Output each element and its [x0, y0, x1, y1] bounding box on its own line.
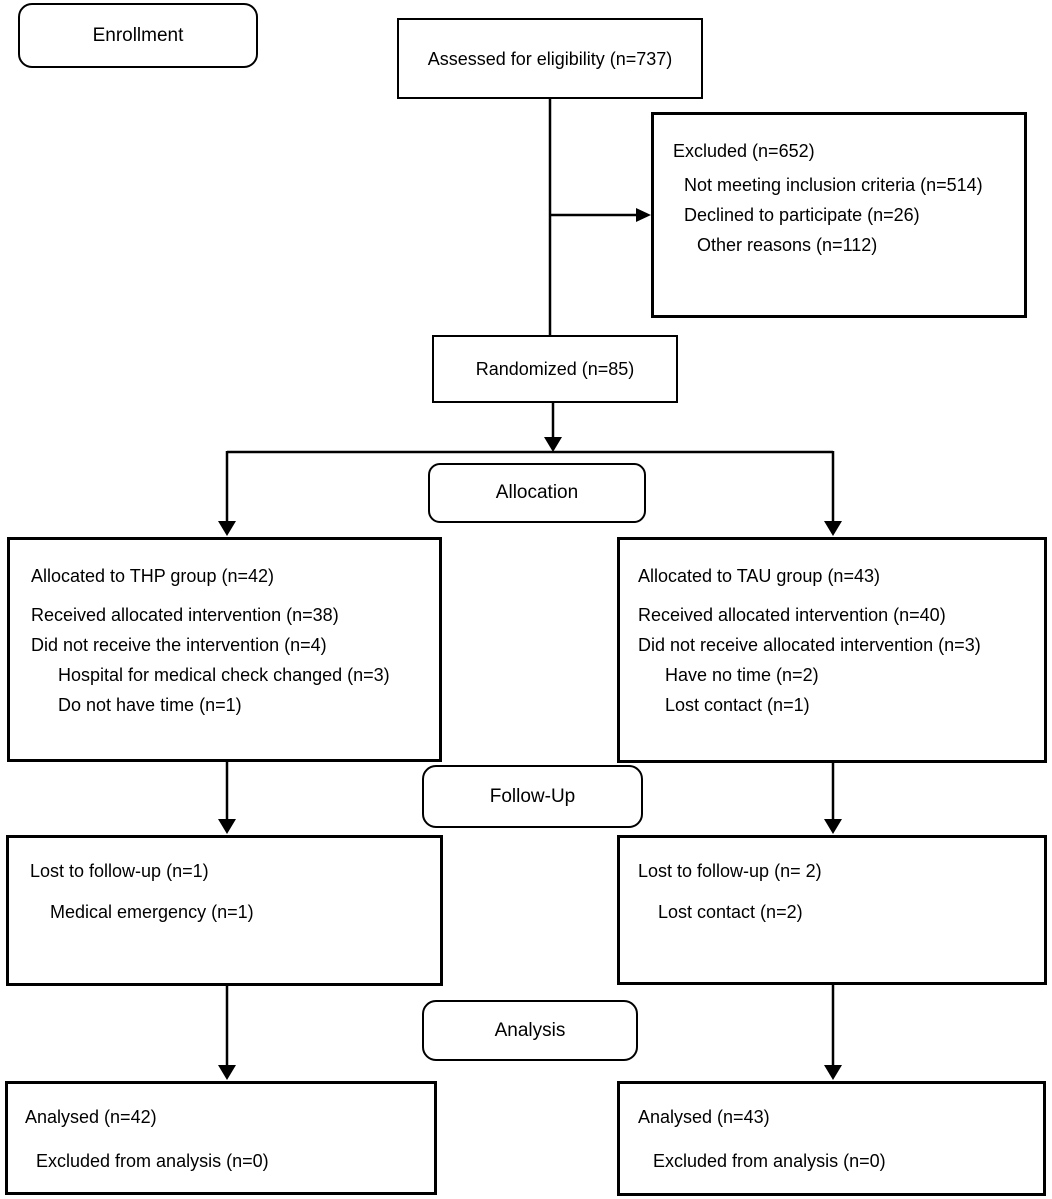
tau-allocation-reason: Have no time (n=2): [665, 665, 819, 685]
tau-followup-title: Lost to follow-up (n= 2): [638, 861, 822, 881]
arrowhead-down-tau-followup-icon: [824, 819, 842, 834]
excluded-reason: Declined to participate (n=26): [684, 205, 920, 225]
excluded-title: Excluded (n=652): [673, 141, 815, 161]
thp-analysis-box: Analysed (n=42) Excluded from analysis (…: [5, 1081, 437, 1195]
thp-analysis-line: Excluded from analysis (n=0): [36, 1151, 269, 1171]
tau-analysis-title: Analysed (n=43): [638, 1107, 770, 1127]
arrowhead-down-tau-icon: [824, 521, 842, 536]
stage-label-allocation-text: Allocation: [495, 482, 579, 503]
tau-analysis-box: Analysed (n=43) Excluded from analysis (…: [617, 1081, 1046, 1196]
tau-allocation-reason: Lost contact (n=1): [665, 695, 810, 715]
stage-label-follow-up: Follow-Up: [422, 765, 643, 828]
thp-allocation-title: Allocated to THP group (n=42): [31, 566, 274, 586]
arrowhead-down-tau-analysis-icon: [824, 1065, 842, 1080]
thp-allocation-reason: Hospital for medical check changed (n=3): [58, 665, 390, 685]
assessed-eligibility-text: Assessed for eligibility (n=737): [427, 48, 673, 69]
excluded-box: Excluded (n=652) Not meeting inclusion c…: [651, 112, 1027, 318]
tau-allocation-title: Allocated to TAU group (n=43): [638, 566, 880, 586]
excluded-reason: Not meeting inclusion criteria (n=514): [684, 175, 983, 195]
arrowhead-right-excluded-icon: [636, 208, 651, 222]
thp-followup-box: Lost to follow-up (n=1) Medical emergenc…: [6, 835, 443, 986]
stage-label-follow-up-text: Follow-Up: [489, 785, 576, 807]
tau-followup-box: Lost to follow-up (n= 2) Lost contact (n…: [617, 835, 1047, 985]
tau-allocation-line: Received allocated intervention (n=40): [638, 605, 946, 625]
thp-allocation-reason: Do not have time (n=1): [58, 695, 242, 715]
arrowhead-down-thp-icon: [218, 521, 236, 536]
thp-allocation-box: Allocated to THP group (n=42) Received a…: [7, 537, 442, 762]
tau-allocation-line: Did not receive allocated intervention (…: [638, 635, 981, 655]
thp-allocation-line: Did not receive the intervention (n=4): [31, 635, 327, 655]
arrowhead-down-thp-analysis-icon: [218, 1065, 236, 1080]
thp-followup-reason: Medical emergency (n=1): [50, 902, 254, 922]
stage-label-analysis-text: Analysis: [494, 1019, 566, 1041]
thp-analysis-title: Analysed (n=42): [25, 1107, 157, 1127]
arrowhead-down-thp-followup-icon: [218, 819, 236, 834]
stage-label-enrollment: Enrollment: [18, 3, 258, 68]
randomized-box: Randomized (n=85): [432, 335, 678, 403]
tau-allocation-box: Allocated to TAU group (n=43) Received a…: [617, 537, 1047, 763]
assessed-eligibility-box: Assessed for eligibility (n=737): [397, 18, 703, 99]
stage-label-enrollment-text: Enrollment: [92, 24, 184, 46]
stage-label-allocation: Allocation: [428, 463, 646, 523]
excluded-reason: Other reasons (n=112): [697, 235, 878, 255]
tau-followup-reason: Lost contact (n=2): [658, 902, 803, 922]
thp-followup-title: Lost to follow-up (n=1): [30, 861, 209, 881]
arrowhead-down-split-icon: [544, 437, 562, 452]
tau-analysis-line: Excluded from analysis (n=0): [653, 1151, 886, 1171]
thp-allocation-line: Received allocated intervention (n=38): [31, 605, 339, 625]
stage-label-analysis: Analysis: [422, 1000, 638, 1061]
randomized-text: Randomized (n=85): [475, 359, 635, 379]
